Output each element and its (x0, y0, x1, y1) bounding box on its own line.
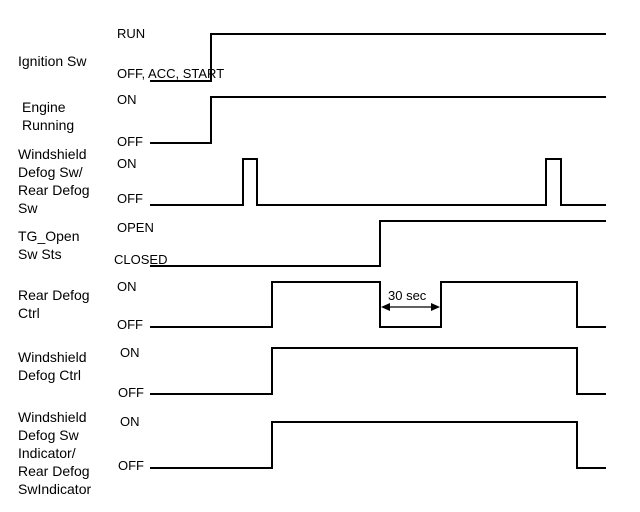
signal-label-line: Defog Sw (18, 427, 80, 443)
waveform-windshield-rear-defog-sw (150, 158, 606, 206)
signal-label-line: TG_Open (18, 228, 79, 244)
level-high-label: ON (117, 92, 137, 107)
level-labels: RUN OFF, ACC, START ON OFF ON OFF OPEN C… (114, 26, 224, 473)
level-high-label: OPEN (117, 220, 154, 235)
signal-label-line: Rear Defog (18, 463, 90, 479)
signal-label-line: Rear Defog (18, 182, 90, 198)
signal-label-windshield-defog-ctrl: Windshield Defog Ctrl (18, 349, 86, 383)
level-low-label: OFF (117, 134, 143, 149)
signal-label-line: SwIndicator (18, 481, 91, 497)
signal-label-rear-defog-ctrl: Rear Defog Ctrl (18, 287, 90, 321)
signal-label-line: Indicator/ (18, 445, 76, 461)
waveform-indicator (150, 421, 606, 469)
arrow-left-icon (381, 303, 390, 311)
level-high-label: ON (120, 345, 140, 360)
signal-label-line: Windshield (18, 409, 86, 425)
signal-label-line: Sw (18, 200, 38, 216)
waveform-engine-running (150, 96, 606, 144)
level-low-label: OFF (117, 191, 143, 206)
signal-label-line: Windshield (18, 146, 86, 162)
level-low-label: OFF, ACC, START (117, 66, 224, 81)
signal-label-tg-open-sw-sts: TG_Open Sw Sts (18, 228, 79, 262)
signal-label-line: Windshield (18, 349, 86, 365)
level-high-label: RUN (117, 26, 145, 41)
signal-label-line: Ignition Sw (18, 53, 87, 69)
level-low-label: OFF (117, 317, 143, 332)
delay-dimension: 30 sec (381, 288, 440, 311)
signal-label-engine-running: Engine Running (22, 99, 74, 133)
signal-label-line: Rear Defog (18, 287, 90, 303)
level-high-label: ON (117, 279, 137, 294)
signal-label-line: Ctrl (18, 305, 40, 321)
level-high-label: ON (120, 414, 140, 429)
arrow-right-icon (431, 303, 440, 311)
waveform-ignition-sw (150, 33, 606, 82)
signal-label-line: Sw Sts (18, 246, 62, 262)
level-low-label: OFF (118, 458, 144, 473)
level-high-label: ON (117, 156, 137, 171)
signal-label-windshield-rear-defog-sw: Windshield Defog Sw/ Rear Defog Sw (18, 146, 90, 216)
signal-label-line: Defog Ctrl (18, 367, 81, 383)
level-low-label: CLOSED (114, 252, 167, 267)
signal-label-line: Engine (22, 99, 66, 115)
delay-label: 30 sec (388, 288, 427, 303)
waveform-rear-defog-ctrl (150, 281, 606, 328)
signal-label-line: Running (22, 117, 74, 133)
signal-label-ignition-sw: Ignition Sw (18, 53, 87, 69)
level-low-label: OFF (118, 385, 144, 400)
signal-label-indicator: Windshield Defog Sw Indicator/ Rear Defo… (18, 409, 91, 497)
waveform-tg-open-sw-sts (150, 220, 606, 267)
waveform-windshield-defog-ctrl (150, 347, 606, 395)
signal-label-line: Defog Sw/ (18, 164, 83, 180)
